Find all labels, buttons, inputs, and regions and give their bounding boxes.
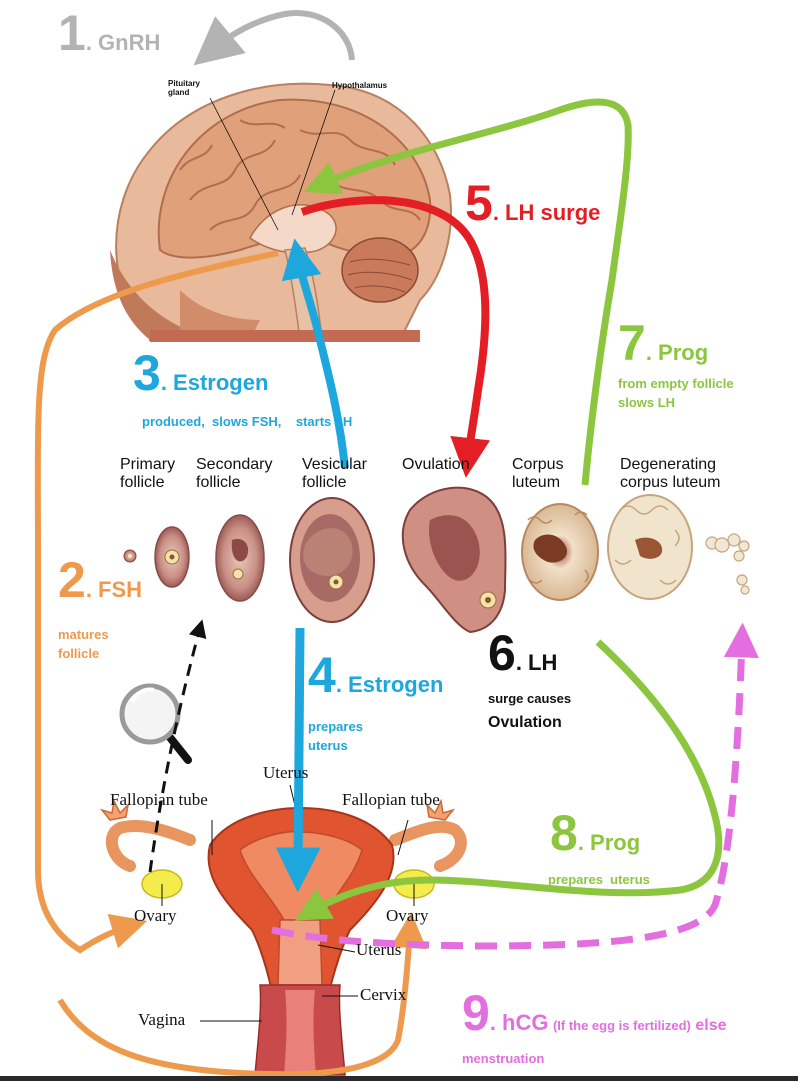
stage-label-corpus-luteum: Corpus luteum [512,456,564,493]
step-4-number: 4 [308,647,336,703]
step-9-note: (If the egg is fertilized) [553,1018,691,1033]
pituitary-gland-label: Pituitary gland [168,80,200,98]
stage-label-vesicular-follicle: Vesicular follicle [302,456,367,493]
step-7-prog: 7. Prog [618,318,708,368]
step-6-description: surge causes [488,690,571,709]
step-7-number: 7 [618,315,646,371]
step-7-description: from empty follicle slows LH [618,375,734,413]
step-9-hcg: 9. hCG (If the egg is fertilized) else [462,988,727,1038]
step-6-number: 6 [488,625,516,681]
step-3-number: 3 [133,345,161,401]
step-8-prog: 8. Prog [550,808,640,858]
head-brain-illustration [110,84,451,342]
step-2-description: matures follicle [58,626,109,664]
step-1-label: . GnRH [86,30,161,55]
stage-label-secondary-follicle: Secondary follicle [196,456,273,493]
step-2-fsh: 2. FSH [58,555,142,605]
step-5-lh-surge: 5. LH surge [465,178,600,228]
anatomy-label-fallopian-tube-right: Fallopian tube [342,790,440,810]
anatomy-label-ovary-right: Ovary [386,906,428,926]
step-1-gnrh: 1. GnRH [58,8,160,58]
stage-label-primary-follicle: Primary follicle [120,456,175,493]
stage-label-degenerating-corpus-luteum: Degenerating corpus luteum [620,456,721,493]
step-2-label: . FSH [86,577,142,602]
step-6-label: . LH [516,650,558,675]
step-9-else: else [695,1017,726,1034]
step-3-label: . Estrogen [161,370,269,395]
step-9-label: . hCG [490,1010,549,1035]
step-8-description: prepares uterus [548,871,650,890]
step-8-label: . Prog [578,830,640,855]
bottom-border [0,1076,798,1081]
step-5-number: 5 [465,175,493,231]
step-4-estrogen: 4. Estrogen [308,650,443,700]
step-2-number: 2 [58,552,86,608]
step-4-label: . Estrogen [336,672,444,697]
hypothalamus-label: Hypothalamus [332,82,387,91]
anatomy-label-uterus-side: Uterus [356,940,401,960]
step-4-description: prepares uterus [308,718,363,756]
step-6-lh: 6. LH [488,628,557,678]
anatomy-label-vagina: Vagina [138,1010,185,1030]
step-7-label: . Prog [646,340,708,365]
step-6-ovulation: Ovulation [488,714,562,732]
step-1-number: 1 [58,5,86,61]
estrogen-arrow-to-uterus [298,628,300,870]
stage-label-ovulation: Ovulation [402,456,470,474]
step-9-description: menstruation [462,1050,544,1069]
anatomy-label-fallopian-tube-left: Fallopian tube [110,790,208,810]
step-3-estrogen: 3. Estrogen [133,348,268,398]
gnrh-arrow [212,13,352,60]
step-9-number: 9 [462,985,490,1041]
step-5-label: . LH surge [493,200,601,225]
anatomy-label-ovary-left: Ovary [134,906,176,926]
anatomy-label-uterus-top: Uterus [263,763,308,783]
step-3-description: produced, slows FSH, starts LH [142,413,352,432]
step-8-number: 8 [550,805,578,861]
anatomy-label-cervix: Cervix [360,985,406,1005]
follicle-series-illustration [124,488,749,632]
